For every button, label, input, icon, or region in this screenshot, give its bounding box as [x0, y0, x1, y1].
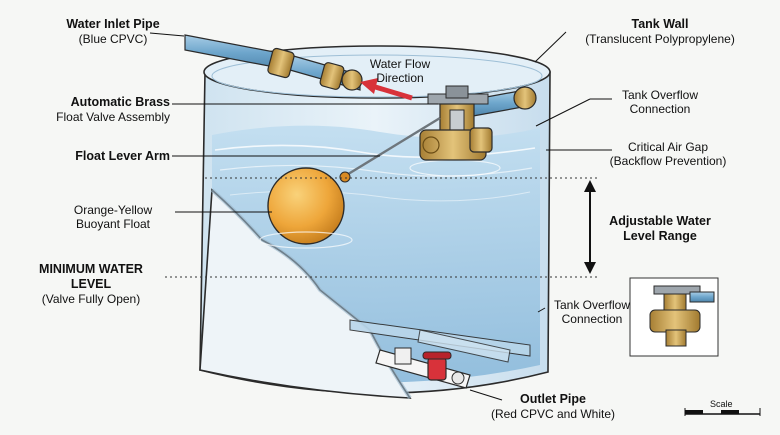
double-arrow-vertical-icon [584, 180, 596, 274]
scale-bar [684, 408, 761, 416]
float-label: Orange-Yellow Buoyant Float [48, 203, 178, 231]
inlet-pipe-subtitle: (Blue CPVC) [78, 31, 148, 46]
air-gap-line2: (Backflow Prevention) [609, 154, 727, 169]
leader-lines [149, 31, 612, 401]
min-level-subtitle: (Valve Fully Open) [41, 291, 141, 306]
outlet-pipe-label: Outlet Pipe (Red CPVC and White) [480, 392, 626, 421]
arrow-left-icon [360, 78, 413, 101]
water-flow-line1: Water Flow [369, 57, 431, 71]
level-range-line2: Level Range [623, 228, 697, 243]
min-level-label: MINIMUM WATER LEVEL (Valve Fully Open) [18, 262, 164, 306]
overflow-connection-bottom [349, 319, 531, 363]
water-flow-line2: Direction [376, 71, 424, 86]
valve-detail-inset [629, 277, 719, 357]
lever-arm-title: Float Lever Arm [75, 149, 170, 163]
scale-label: Scale [710, 399, 733, 409]
overflow-top-line2: Connection [629, 102, 691, 117]
valve-subtitle: Float Valve Assembly [56, 109, 170, 124]
overflow-bottom-label: Tank Overflow Connection [548, 298, 636, 326]
outlet-pipe-title: Outlet Pipe [520, 392, 586, 406]
overflow-top-label: Tank Overflow Connection [605, 88, 715, 116]
float-ball [259, 167, 353, 249]
overflow-bottom-line1: Tank Overflow [553, 298, 631, 312]
min-level-title: MINIMUM WATER LEVEL [39, 262, 143, 291]
air-gap-label: Critical Air Gap (Backflow Prevention) [598, 140, 738, 168]
inlet-pipe-label: Water Inlet Pipe (Blue CPVC) [48, 17, 178, 46]
tank-wall-subtitle: (Translucent Polypropylene) [585, 31, 735, 46]
float-line2: Buoyant Float [75, 217, 151, 232]
tank-cutaway [199, 188, 412, 400]
inlet-pipe-title: Water Inlet Pipe [66, 17, 160, 31]
brass-float-valve [419, 85, 493, 161]
valve-label: Automatic Brass Float Valve Assembly [14, 95, 170, 124]
outlet-pipe-subtitle: (Red CPVC and White) [490, 406, 616, 421]
valve-title: Automatic Brass [70, 95, 170, 109]
water-flow-label: Water Flow Direction [355, 57, 445, 85]
lever-arm-label: Float Lever Arm [14, 149, 170, 164]
tank-wall-title: Tank Wall [631, 17, 689, 31]
overflow-top-line1: Tank Overflow [621, 88, 699, 102]
float-lever-arm [344, 116, 441, 178]
overflow-bottom-line2: Connection [561, 312, 623, 327]
level-range-line1: Adjustable Water [609, 214, 711, 228]
float-line1: Orange-Yellow [73, 203, 153, 217]
level-range-label: Adjustable Water Level Range [600, 214, 720, 244]
inlet-pipe [184, 34, 363, 91]
tank-wall-label: Tank Wall (Translucent Polypropylene) [560, 17, 760, 46]
air-gap-line1: Critical Air Gap [627, 140, 709, 154]
outlet-pipe [375, 347, 471, 389]
